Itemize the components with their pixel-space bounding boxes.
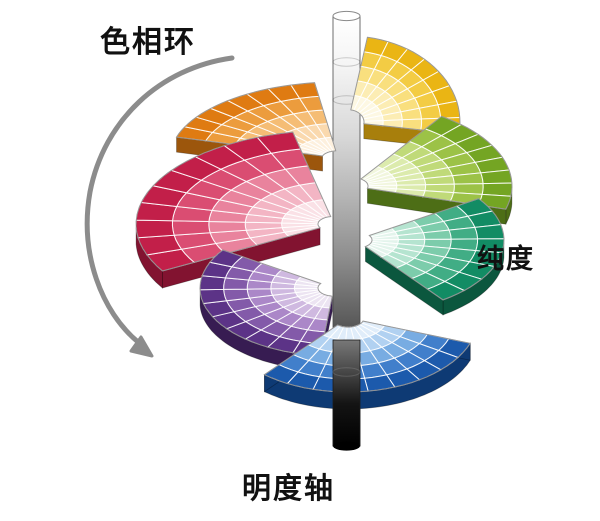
chroma-label: 纯度: [477, 244, 535, 275]
hue-wedge-teal: [364, 198, 505, 316]
value-axis-label: 明度轴: [242, 471, 336, 505]
hue-ring-label: 色相环: [100, 25, 196, 60]
hue-wedge-yellow: [350, 36, 461, 150]
value-axis-cylinder-front: [332, 339, 361, 451]
hue-wedge-purple: [199, 249, 333, 372]
hue-rotation-arrow-icon: [84, 55, 235, 358]
